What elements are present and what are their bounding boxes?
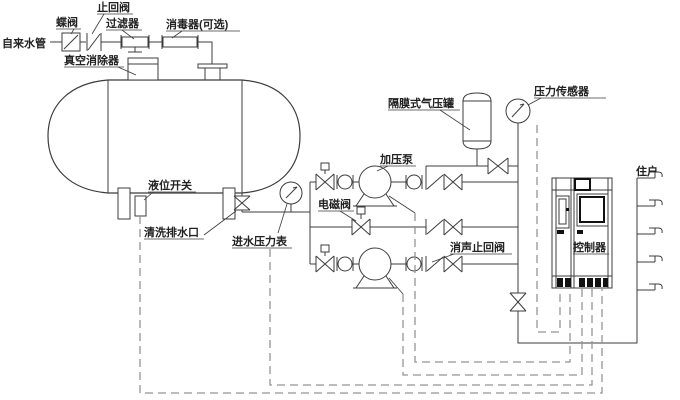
check-valve-top <box>425 174 445 190</box>
booster-pump-bottom <box>353 247 397 289</box>
flex-connector <box>405 256 423 272</box>
label-booster-pump: 加压泵 <box>379 152 413 166</box>
cabinet-top-display <box>574 178 591 191</box>
check-valve-symbol <box>86 33 102 51</box>
diaphragm-tank-symbol <box>462 92 492 150</box>
tank-inlet-nozzle <box>197 63 228 81</box>
pressure-tank-branch <box>425 92 518 182</box>
label-solenoid-valve: 电磁阀 <box>318 197 351 211</box>
wire-pump-top-lead <box>388 195 416 214</box>
solenoid-line <box>310 206 518 236</box>
pump-line-top <box>310 162 518 207</box>
pump-line-bottom <box>310 244 518 289</box>
control-wiring <box>139 125 603 394</box>
tank-leg-left <box>117 187 131 220</box>
vacuum-breaker-symbol <box>127 57 159 81</box>
tank-leg-right <box>222 187 236 220</box>
butterfly-valve-symbol <box>61 32 81 52</box>
wire-pump-bottom <box>402 288 583 376</box>
gate-valve-bottom <box>443 255 463 273</box>
wire-pump-top <box>414 213 571 363</box>
check-valve-mid <box>425 219 445 235</box>
gate-valve-top <box>443 173 463 191</box>
tank-outlet <box>233 181 310 213</box>
flex-connector <box>405 174 423 190</box>
inlet-line <box>50 32 228 81</box>
booster-pump-top <box>353 165 397 207</box>
controller-cabinet <box>551 177 613 289</box>
cabinet-terminals <box>552 275 612 287</box>
wire-pressure-gauge <box>269 249 593 386</box>
label-level-switch: 液位开关 <box>148 178 192 192</box>
label-vacuum-breaker: 真空消除器 <box>64 53 120 67</box>
drain-valve-symbol <box>233 195 251 211</box>
label-diaphragm-tank: 隔膜式气压罐 <box>388 96 454 110</box>
gate-valve-mid <box>443 218 463 236</box>
wire-level-switch <box>139 216 603 394</box>
sterilizer-symbol <box>161 35 199 49</box>
water-tank <box>47 57 301 220</box>
label-check-valve: 止回阀 <box>97 0 130 14</box>
header-drain-valve <box>509 292 527 312</box>
wire-pump-bottom-lead <box>388 277 404 295</box>
labels: 自来水管 蝶阀 止回阀 过滤器 消毒器(可选) 真空消除器 液位开关 清洗排水口… <box>2 0 658 263</box>
level-switch-symbol <box>134 195 147 217</box>
household-riser <box>637 171 663 291</box>
label-controller: 控制器 <box>573 240 607 254</box>
flex-connector <box>336 256 354 272</box>
label-households: 住户 <box>636 164 658 178</box>
label-inlet-pressure-gauge: 进水压力表 <box>232 234 288 248</box>
label-silent-check-valve: 消声止回阀 <box>450 240 505 254</box>
label-filter: 过滤器 <box>106 16 140 30</box>
filter-symbol <box>120 35 150 53</box>
pressure-sensor-symbol <box>505 98 531 124</box>
label-butterfly-valve: 蝶阀 <box>56 15 78 29</box>
label-tap-water-pipe: 自来水管 <box>2 36 46 50</box>
label-sterilizer: 消毒器(可选) <box>166 17 229 31</box>
solenoid-valve-symbol <box>351 206 371 236</box>
wire-pressure-sensor <box>536 125 561 333</box>
cabinet-left-door <box>555 195 570 234</box>
inlet-pressure-gauge-symbol <box>279 181 303 212</box>
cabinet-screen <box>576 193 609 234</box>
flex-connector <box>336 174 354 190</box>
suction-valve-bottom <box>315 244 335 273</box>
label-cleaning-drain: 清洗排水口 <box>144 225 199 239</box>
discharge-header <box>505 98 638 344</box>
tank-isolation-valve <box>487 157 509 175</box>
suction-valve-top <box>315 162 335 191</box>
label-pressure-sensor: 压力传感器 <box>534 84 590 98</box>
